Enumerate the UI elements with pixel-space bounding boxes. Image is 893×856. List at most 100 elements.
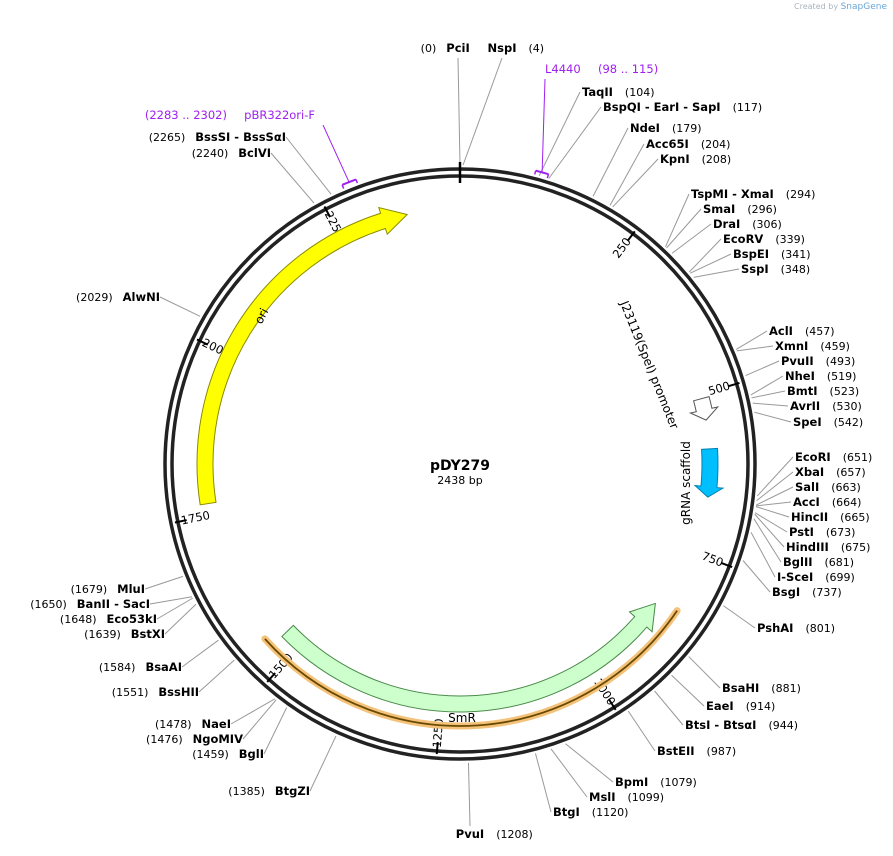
site-name-bgli[interactable]: BglI [239,747,264,761]
site-name-ecori[interactable]: EcoRI [795,450,831,464]
site-position-mlui: (1679) [71,583,108,596]
primer-name-l4440[interactable]: L4440 [545,62,581,76]
site-position-bsahi: (881) [771,682,801,695]
site-name-drai[interactable]: DraI [713,217,740,231]
site-name-xmni[interactable]: XmnI [775,339,808,353]
site-name-banii-saci[interactable]: BanII - SacI [77,597,150,611]
site-position-bspei: (341) [781,248,811,261]
tick-mark-750 [720,561,733,569]
site-leader-btsi-bts-i [654,690,684,726]
site-name-bsteii[interactable]: BstEII [657,744,695,758]
site-position-ecori: (651) [843,451,873,464]
site-name-xbai[interactable]: XbaI [795,465,824,479]
site-leader-bclvi [270,152,315,204]
site-name-sali[interactable]: SalI [795,480,819,494]
site-leader-smai [666,208,702,249]
site-name-pshai[interactable]: PshAI [757,621,793,635]
primer-cap-end-l4440 [546,173,550,179]
site-position-pcii: (0) [421,42,437,55]
site-name-bsgi[interactable]: BsgI [772,585,800,599]
watermark-created-by: Created by [794,2,839,11]
site-name-avrii[interactable]: AvrII [790,399,820,413]
site-name-btgi[interactable]: BtgI [553,805,580,819]
site-name-ecorv[interactable]: EcoRV [723,232,763,246]
site-name-btgzi[interactable]: BtgZI [275,784,310,798]
site-leader-btgzi [309,735,337,792]
site-name-psti[interactable]: PstI [789,525,814,539]
site-leader-ecorv [688,238,722,273]
feature-arrow-ori[interactable] [196,206,409,506]
site-name-i-scei[interactable]: I-SceI [777,570,813,584]
site-position-psti: (673) [826,526,856,539]
site-leader-acli [735,330,768,350]
tick-mark-2000 [196,338,209,346]
site-name-acc65i[interactable]: Acc65I [646,137,689,151]
site-position-btsi-bts-i: (944) [768,719,798,732]
site-name-bmti[interactable]: BmtI [787,384,818,398]
feature-arrow-j23119-spei-promoter[interactable] [688,396,720,421]
feature-label-j23119-promoter: J23119(SpeI) promoter [617,298,682,431]
site-name-bspqi-eari-sapi[interactable]: BspQI - EarI - SapI [603,100,721,114]
site-name-acli[interactable]: AclI [769,324,793,338]
site-leader-drai [671,223,712,254]
site-name-bclvi[interactable]: BclVI [238,146,271,160]
site-name-bsaai[interactable]: BsaAI [145,660,182,674]
site-name-nhei[interactable]: NheI [785,369,815,383]
site-name-bsssi-bsss-i[interactable]: BssSI - BssSαI [195,130,286,144]
site-name-sspi[interactable]: SspI [741,262,769,276]
feature-arrow-grna-scaffold[interactable] [693,447,725,498]
site-name-bglii[interactable]: BglII [783,555,813,569]
site-leader-acci [756,501,792,507]
site-name-btsi-bts-i[interactable]: BtsI - BtsαI [685,718,756,732]
site-leader-kpni [612,158,659,208]
primer-range-pbr322ori-f: (2283 .. 2302) [145,108,227,122]
site-name-ngomiv[interactable]: NgoMIV [193,732,243,746]
site-position-btgzi: (1385) [228,785,265,798]
site-leader-eaei [671,674,705,707]
site-leader-bspei [690,253,732,274]
site-name-bspei[interactable]: BspEI [733,247,769,261]
site-leader-xmni [736,345,774,352]
site-position-bstxi: (1639) [84,628,121,641]
site-name-msli[interactable]: MslI [589,790,616,804]
site-name-mlui[interactable]: MluI [117,582,145,596]
site-leader-naei [230,698,276,725]
site-name-pvui[interactable]: PvuI [456,827,484,841]
site-name-hindiii[interactable]: HindIII [786,540,829,554]
site-name-nspi[interactable]: NspI [488,41,517,55]
site-position-drai: (306) [752,218,782,231]
site-name-pvuii[interactable]: PvuII [781,354,814,368]
site-labels: PciI(0)NspI(4)TaqII(104)BspQI - EarI - S… [30,41,872,841]
primer-leader-l4440 [541,78,546,173]
primer-name-pbr322ori-f[interactable]: pBR322ori-F [244,108,315,122]
plasmid-size: 2438 bp [437,474,482,487]
site-name-bpmi[interactable]: BpmI [615,775,648,789]
site-position-nspi: (4) [528,42,544,55]
feature-arrow-smr[interactable] [281,602,656,713]
site-name-eaei[interactable]: EaeI [706,699,734,713]
site-name-pcii[interactable]: PciI [446,41,469,55]
site-name-acci[interactable]: AccI [793,495,820,509]
site-name-alwni[interactable]: AlwNI [123,290,160,304]
site-name-hincii[interactable]: HincII [791,510,828,524]
site-leader-pvui [467,762,471,827]
site-name-bsahi[interactable]: BsaHI [722,681,759,695]
site-name-bstxi[interactable]: BstXI [131,627,165,641]
site-leader-eco53ki [156,597,194,620]
site-position-bmti: (523) [830,385,860,398]
site-position-acli: (457) [805,325,835,338]
site-position-xmni: (459) [820,340,850,353]
site-leader-i-scei [750,532,776,578]
site-name-smai[interactable]: SmaI [703,202,735,216]
primer-cap-start-l4440 [533,170,537,175]
site-name-eco53ki[interactable]: Eco53kI [106,612,157,626]
site-name-taqii[interactable]: TaqII [582,85,613,99]
site-name-tspmi-xmai[interactable]: TspMI - XmaI [691,187,774,201]
site-leader-acc65i [609,143,645,206]
site-leader-msli [550,748,588,798]
site-name-kpni[interactable]: KpnI [660,152,690,166]
site-name-ndei[interactable]: NdeI [630,121,660,135]
site-name-naei[interactable]: NaeI [202,717,231,731]
site-name-bsshii[interactable]: BssHII [158,685,199,699]
site-name-spei[interactable]: SpeI [793,415,822,429]
